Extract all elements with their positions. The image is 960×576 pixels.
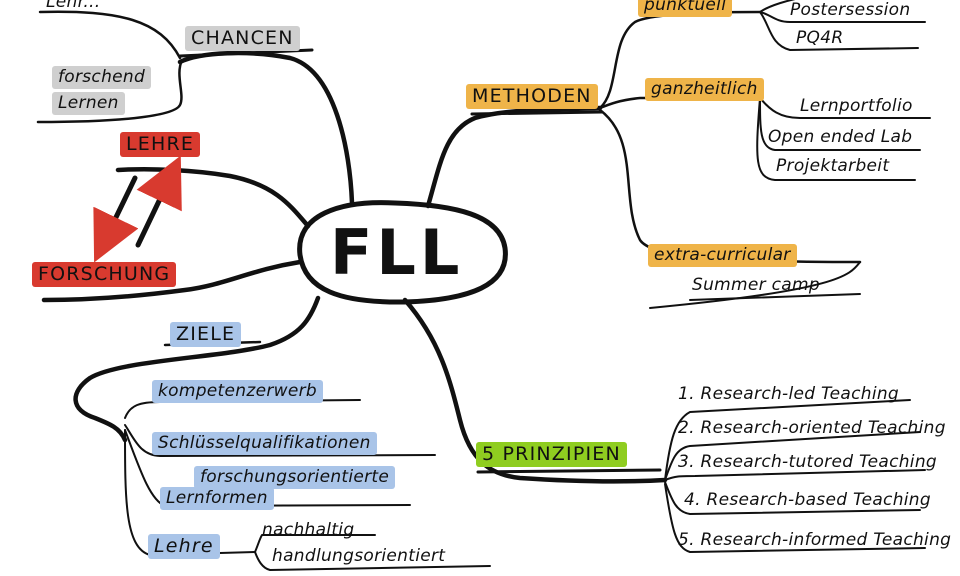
center-ellipse	[297, 200, 508, 305]
extra-sub-1	[649, 261, 861, 309]
branch-methoden	[425, 105, 603, 209]
punktuell-item-1: Postersession	[790, 0, 911, 20]
branch-lehre	[115, 167, 311, 229]
ziele-item-2-link	[124, 424, 436, 457]
methoden-underline	[470, 110, 604, 116]
ziele-lehre-sub-2: handlungsorientiert	[272, 546, 446, 566]
prinzipien-item-2: 2. Research-oriented Teaching	[678, 418, 946, 438]
ganzheitlich-sub-1	[759, 97, 931, 119]
branch-ziele	[73, 295, 321, 443]
prinzipien-underline	[476, 468, 662, 474]
branch-chancen	[177, 50, 355, 206]
prinzipien-item-5: 5. Research-informed Teaching	[678, 530, 952, 550]
prinzipien-item-5-link	[664, 483, 926, 553]
lehre-sub-link	[254, 534, 376, 553]
prinzipien-item-4-link	[664, 481, 921, 515]
ziele-item-5: Lehre	[148, 534, 220, 559]
forschung-label: FORSCHUNG	[32, 262, 177, 287]
ganzheitlich-item-2: Open ended Lab	[768, 127, 913, 147]
punktuell-sub-1	[759, 11, 926, 23]
chancen-underline	[178, 48, 314, 58]
center-title: FLL	[330, 216, 464, 289]
extra-item-1: Summer camp	[692, 275, 820, 295]
ziele-item-4: Lernformen	[160, 487, 274, 510]
prinzipien-item-4: 4. Research-based Teaching	[684, 490, 931, 510]
prinzipien-item-1: 1. Research-led Teaching	[678, 384, 900, 404]
lehre-label: LEHRE	[120, 132, 201, 157]
prinzipien-item-3-link	[664, 469, 926, 481]
arrow-down	[93, 175, 139, 263]
ziele-lehre-sub-1: nachhaltig	[262, 520, 355, 540]
ziele-title: ZIELE	[170, 322, 242, 347]
prinzipien-title: 5 PRINZIPIEN	[476, 442, 627, 467]
prinzipien-item-1-link	[664, 399, 911, 481]
prinzipien-item-3: 3. Research-tutored Teaching	[678, 452, 937, 472]
arrow-up	[135, 155, 182, 248]
ziele-item-2: Schlüsselqualifikationen	[152, 432, 377, 455]
extra-label: extra-curricular	[648, 244, 797, 267]
ganzheitlich-item-1: Lernportfolio	[800, 96, 913, 116]
chancen-top-branch	[38, 10, 182, 60]
ziele-item-4-link	[124, 429, 256, 556]
prinzipien-item-2-link	[664, 431, 921, 481]
ziele-item-1: kompetenzerwerb	[152, 380, 323, 403]
methoden-title: METHODEN	[466, 84, 598, 109]
ganzheitlich-sub-3	[756, 97, 916, 181]
ganzheitlich-label: ganzheitlich	[645, 78, 764, 101]
chancen-item-1: forschend	[52, 66, 152, 89]
chancen-sub-branch	[36, 58, 184, 124]
punktuell-item-2: PQ4R	[796, 28, 844, 48]
chancen-top-partial: Lehr...	[46, 0, 101, 12]
ganzheitlich-item-3: Projektarbeit	[776, 156, 890, 176]
punktuell-label: punktuell	[638, 0, 733, 17]
branch-forschung	[41, 259, 303, 303]
methoden-ganzheitlich-link	[598, 96, 762, 110]
ziele-item-3: forschungsorientierte	[194, 466, 396, 489]
punktuell-sub-2	[759, 11, 919, 51]
chancen-title: CHANCEN	[185, 26, 300, 51]
chancen-item-2: Lernen	[52, 92, 125, 115]
